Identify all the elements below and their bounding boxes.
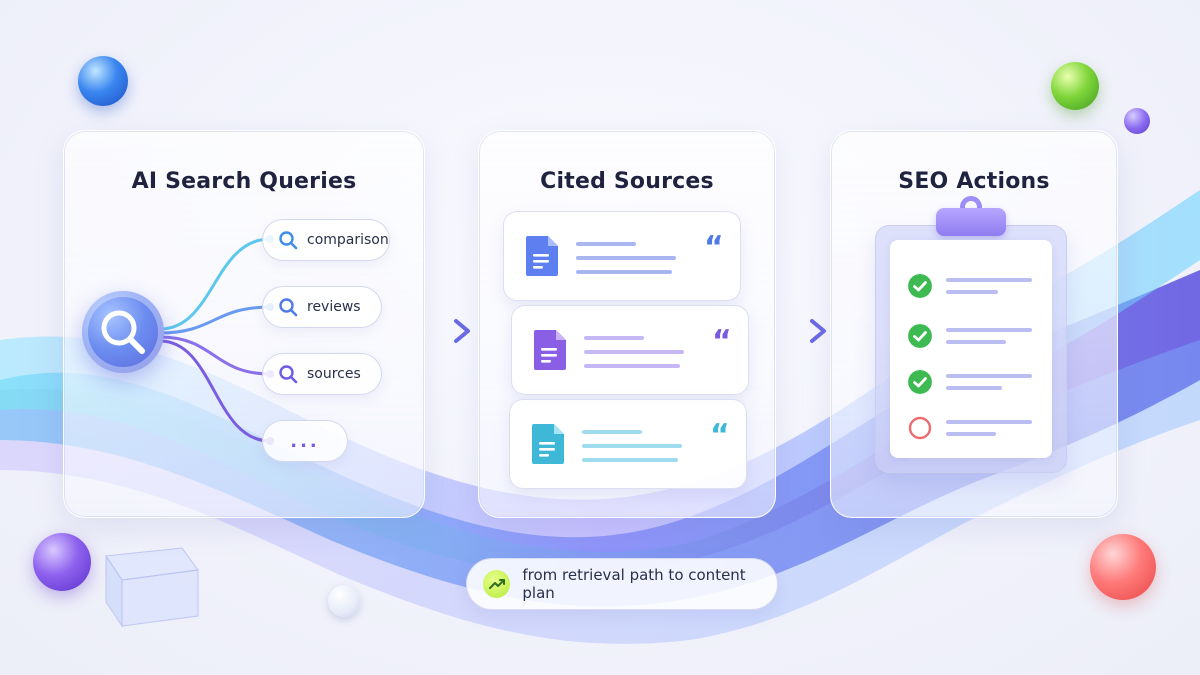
panel-title: Cited Sources — [540, 169, 714, 194]
check-circle-icon — [908, 370, 932, 394]
check-circle-icon — [908, 274, 932, 298]
check-circle-icon — [908, 324, 932, 348]
arrow-right-icon — [770, 319, 826, 343]
source-card[interactable]: “ — [511, 305, 749, 395]
search-icon — [279, 298, 298, 317]
quote-icon: “ — [710, 418, 730, 453]
search-icon — [279, 365, 298, 384]
document-icon — [526, 236, 558, 276]
quote-icon: “ — [704, 230, 724, 265]
document-icon — [532, 424, 564, 464]
chip-label: reviews — [307, 299, 361, 315]
panel-seo-actions: SEO Actions — [830, 130, 1118, 518]
purple-sphere — [33, 533, 91, 591]
panel-title: AI Search Queries — [131, 169, 357, 194]
text-line-placeholder — [946, 328, 1032, 332]
panel-title: SEO Actions — [898, 169, 1050, 194]
text-line-placeholder — [584, 350, 684, 354]
quote-icon: “ — [712, 324, 732, 359]
text-line-placeholder — [946, 420, 1032, 424]
panel-cited-sources: Cited Sources “ “ — [478, 130, 776, 518]
clipboard-clip — [936, 208, 1006, 236]
checklist-item-pending[interactable] — [908, 416, 1038, 440]
checklist-item-done[interactable] — [908, 324, 1038, 348]
checklist — [890, 240, 1052, 458]
text-line-placeholder — [576, 256, 676, 260]
search-icon — [279, 231, 298, 250]
checklist-item-done[interactable] — [908, 274, 1038, 298]
magnifier-icon — [101, 310, 145, 354]
green-sphere — [1051, 62, 1099, 110]
query-chip-reviews[interactable]: reviews — [262, 286, 382, 328]
source-card[interactable]: “ — [509, 399, 747, 489]
text-line-placeholder — [946, 278, 1032, 282]
text-line-placeholder — [576, 242, 636, 246]
text-line-placeholder — [946, 340, 1006, 344]
text-line-placeholder — [582, 458, 678, 462]
text-line-placeholder — [946, 386, 1002, 390]
document-icon — [534, 330, 566, 370]
text-line-placeholder — [584, 364, 680, 368]
ellipsis-label: ... — [290, 430, 320, 452]
text-line-placeholder — [946, 432, 996, 436]
chip-label: comparison — [307, 232, 389, 248]
text-line-placeholder — [582, 444, 682, 448]
tagline-pill: from retrieval path to content plan — [466, 558, 778, 610]
clipboard — [875, 196, 1067, 473]
query-chip-sources[interactable]: sources — [262, 353, 382, 395]
blue-sphere — [78, 56, 128, 106]
red-sphere — [1090, 534, 1156, 600]
chip-label: sources — [307, 366, 361, 382]
source-card[interactable]: “ — [503, 211, 741, 301]
text-line-placeholder — [584, 336, 644, 340]
tagline-text: from retrieval path to content plan — [522, 566, 746, 602]
text-line-placeholder — [946, 290, 998, 294]
checklist-item-done[interactable] — [908, 370, 1038, 394]
text-line-placeholder — [946, 374, 1032, 378]
empty-circle-icon — [908, 416, 932, 440]
small-purple-sphere — [1124, 108, 1150, 134]
text-line-placeholder — [576, 270, 672, 274]
glass-sphere — [328, 585, 360, 617]
query-chip-more[interactable]: ... — [262, 420, 348, 462]
text-line-placeholder — [582, 430, 642, 434]
arrow-right-icon — [414, 319, 470, 343]
query-chip-comparison[interactable]: comparison — [262, 219, 390, 261]
magnifier-hub — [82, 291, 164, 373]
panel-ai-search-queries: AI Search Queries comparison reviews — [63, 130, 425, 518]
trend-up-icon — [483, 570, 511, 598]
